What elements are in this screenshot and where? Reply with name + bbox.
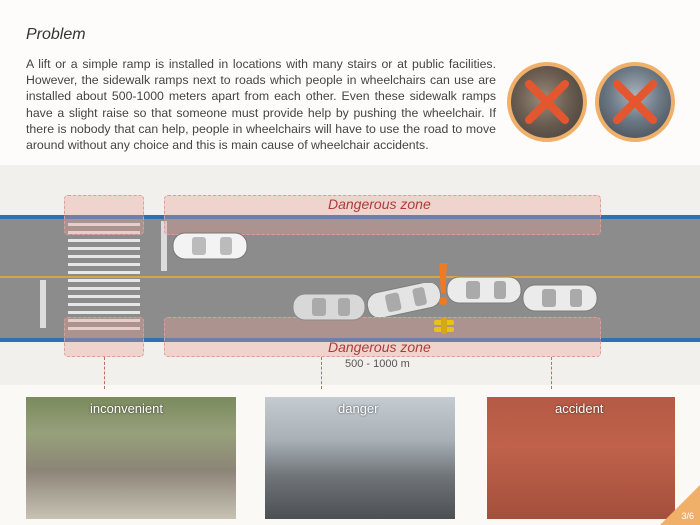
problem-description: A lift or a simple ramp is installed in …	[26, 57, 496, 153]
inconvenient-label: inconvenient	[90, 401, 163, 416]
accident-photo: accident	[487, 397, 675, 519]
car-icon	[172, 232, 248, 260]
road-diagram: Dangerous zone Dangerous zone 500 - 1000…	[0, 165, 700, 389]
wheelchair-icon	[434, 318, 454, 334]
page-corner	[660, 485, 700, 525]
rejected-lift-image	[507, 62, 587, 142]
section-title: Problem	[26, 26, 86, 43]
danger-photo: danger	[265, 397, 455, 519]
sidewalk-ramp-zone-bottom	[64, 317, 144, 357]
inconvenient-photo: inconvenient	[26, 397, 236, 519]
connector-line	[104, 357, 105, 389]
accident-label: accident	[555, 401, 604, 416]
distance-label: 500 - 1000 m	[345, 358, 410, 370]
dangerous-zone-bottom-label: Dangerous zone	[328, 339, 431, 355]
page-number: 3/6	[681, 511, 694, 521]
rejected-ramp-image	[595, 62, 675, 142]
car-icon	[366, 283, 442, 317]
connector-line	[321, 357, 322, 389]
exclamation-icon	[439, 263, 447, 305]
stop-line	[161, 221, 167, 271]
dangerous-zone-bottom	[164, 317, 601, 357]
cross-icon	[525, 80, 569, 124]
cross-icon	[613, 80, 657, 124]
danger-label: danger	[338, 401, 379, 416]
connector-line	[551, 357, 552, 389]
center-line	[0, 276, 700, 278]
car-icon	[446, 276, 522, 304]
dangerous-zone-top-label: Dangerous zone	[328, 196, 431, 212]
dangerous-zone-top	[164, 195, 601, 235]
problem-section: Problem A lift or a simple ramp is insta…	[0, 0, 700, 165]
sidewalk-edge-bottom	[0, 338, 700, 342]
car-icon	[292, 293, 366, 321]
stop-line	[40, 280, 46, 328]
sidewalk-edge-top	[0, 215, 700, 219]
sidewalk-ramp-zone-top	[64, 195, 144, 235]
car-icon	[522, 284, 598, 312]
